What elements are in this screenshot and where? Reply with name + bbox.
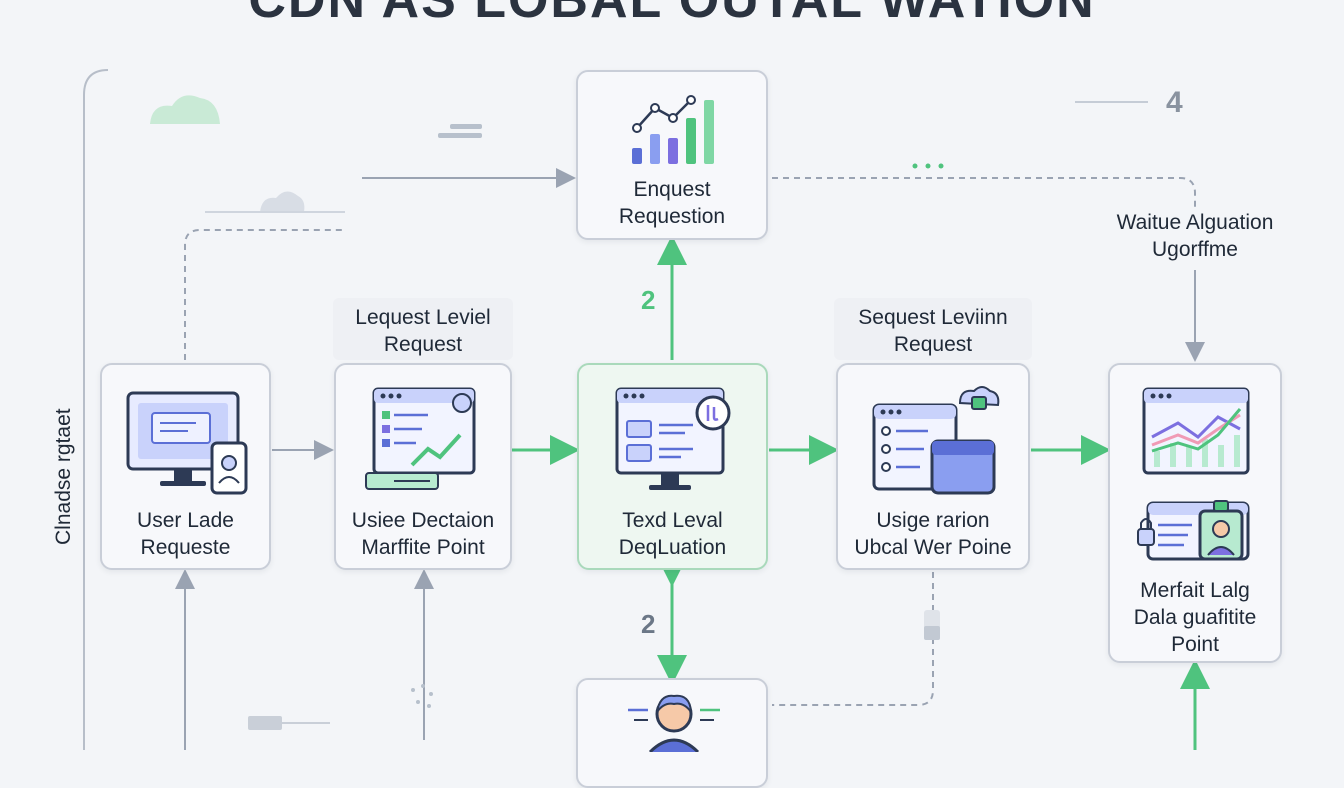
sequest-label: Sequest Leviinn Request xyxy=(858,306,1008,356)
deco-bottom-box xyxy=(248,716,282,730)
server-card-icon xyxy=(872,386,1000,495)
sequest-label-bg xyxy=(834,298,1032,360)
lequest-label-bg xyxy=(333,298,513,360)
id-card-lock-icon xyxy=(1137,500,1250,561)
corner-number: 4 xyxy=(1166,86,1183,119)
monitor-evaluation-icon xyxy=(615,387,731,490)
node-right[interactable]: Merfait Lalg Dala guafitite Point xyxy=(1108,363,1282,663)
line-usage-down xyxy=(772,572,934,706)
line-user-up xyxy=(184,229,345,360)
node-top[interactable]: Enquest Requestion xyxy=(576,70,768,240)
side-label: Clnadse rgtaet xyxy=(52,408,75,545)
node-user-label: User Lade Requeste xyxy=(137,509,234,559)
node-top-label: Enquest Requestion xyxy=(618,178,726,228)
node-decision[interactable]: Usiee Dectaion Marffite Point xyxy=(334,363,512,570)
step-number-up: 2 xyxy=(641,285,656,315)
bar-chart-icon xyxy=(632,95,714,164)
deco-bar-1 xyxy=(450,124,482,129)
line-top-right xyxy=(772,177,1196,210)
lequest-label: Lequest Leviel Request xyxy=(355,306,491,356)
dashboard-icon xyxy=(365,387,476,490)
node-user[interactable]: User Lade Requeste xyxy=(100,363,271,570)
monitor-phone-icon xyxy=(126,391,248,495)
connector-layer xyxy=(83,69,1210,750)
node-bottom[interactable] xyxy=(576,678,768,788)
node-usage-label: Usige rarion Ubcal Wer Poine xyxy=(854,509,1012,559)
deco-bar-2 xyxy=(438,133,482,138)
person-icon xyxy=(628,694,720,752)
diagram-title: CDN AS LOBAL OUTAL WATION xyxy=(248,0,1096,29)
left-bracket-line xyxy=(83,69,109,750)
step-number-down: 2 xyxy=(641,609,656,639)
node-center-label: Texd Leval DeqLuation xyxy=(618,509,727,559)
cloud-deco-1 xyxy=(150,95,220,124)
cloud-deco-2 xyxy=(260,191,305,212)
line-chart-window-icon xyxy=(1142,387,1250,475)
node-decision-label: Usiee Dectaion Marffite Point xyxy=(351,509,495,559)
node-usage[interactable]: Usige rarion Ubcal Wer Poine xyxy=(836,363,1030,570)
node-right-label: Merfait Lalg Dala guafitite Point xyxy=(1133,579,1257,656)
node-center[interactable]: Texd Leval DeqLuation xyxy=(577,363,768,570)
waitue-label: Waitue Alguation Ugorffme xyxy=(1116,211,1274,261)
